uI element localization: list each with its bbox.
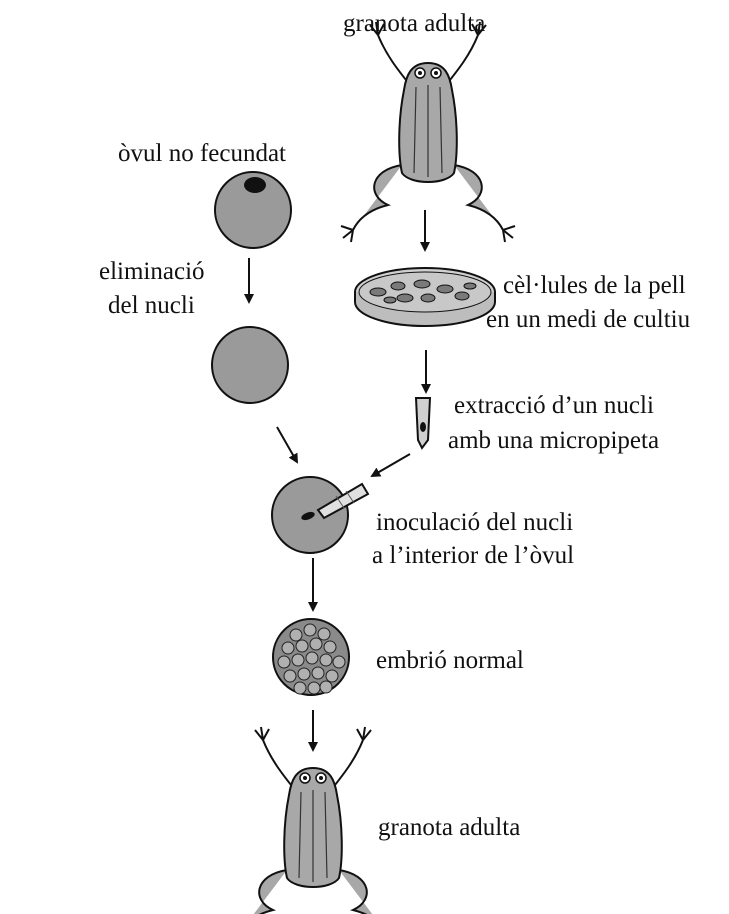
micropipette-icon	[416, 398, 430, 448]
embryo-cells	[273, 619, 349, 695]
top-frog-illustration	[341, 22, 515, 242]
label-embryo: embrió normal	[376, 645, 524, 677]
label-culture-line2: en un medi de cultiu	[486, 304, 690, 336]
label-frog-top: granota adulta	[343, 8, 485, 40]
label-ovum: òvul no fecundat	[118, 138, 286, 170]
bottom-frog-illustration	[226, 727, 400, 914]
arrow-pipette-to-egg	[372, 454, 410, 476]
ovum-with-nucleus	[215, 172, 291, 248]
injection-ovum	[272, 477, 368, 553]
label-inject-line1: inoculació del nucli	[376, 507, 573, 539]
label-removal-line2: del nucli	[108, 290, 195, 322]
arrow-enucleated-to-injection	[277, 427, 297, 462]
label-extract-line2: amb una micropipeta	[448, 425, 659, 457]
label-removal-line1: eliminació	[99, 256, 205, 288]
label-culture-line1: cèl·lules de la pell	[503, 270, 686, 302]
enucleated-ovum	[212, 327, 288, 403]
label-inject-line2: a l’interior de l’òvul	[372, 540, 574, 572]
petri-dish-icon	[355, 268, 495, 326]
label-frog-bottom: granota adulta	[378, 812, 520, 844]
label-extract-line1: extracció d’un nucli	[454, 390, 654, 422]
